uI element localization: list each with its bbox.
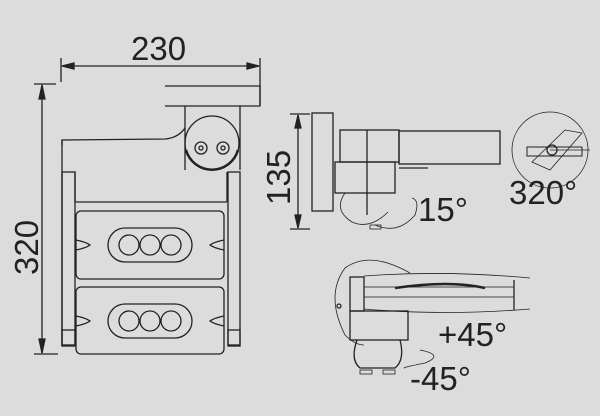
arrow-up-icon	[294, 114, 302, 129]
arrow-down-icon	[294, 214, 302, 229]
rotation-angle-label: 320°	[509, 174, 578, 211]
height-dimension-label: 320	[8, 219, 45, 275]
led-module-2	[75, 286, 225, 355]
swivel-minus-label: -45°	[410, 360, 471, 397]
arrow-up-icon	[38, 84, 46, 100]
tilt-angle-label: 15°	[418, 191, 468, 228]
swivel-plus-label: +45°	[438, 316, 508, 353]
top-view	[334, 259, 531, 375]
wall-plate	[311, 112, 334, 212]
arm	[398, 130, 501, 165]
side-view	[290, 111, 590, 230]
swivel-arrow	[403, 349, 435, 369]
arrow-right-icon	[246, 62, 260, 70]
bracket-top	[165, 85, 261, 107]
led-module-1	[75, 210, 225, 280]
width-dimension-label: 230	[131, 30, 187, 67]
arrow-left-icon	[61, 62, 75, 70]
side-height-dimension-label: 135	[260, 149, 297, 205]
arrow-down-icon	[38, 338, 46, 354]
front-view	[34, 58, 261, 355]
